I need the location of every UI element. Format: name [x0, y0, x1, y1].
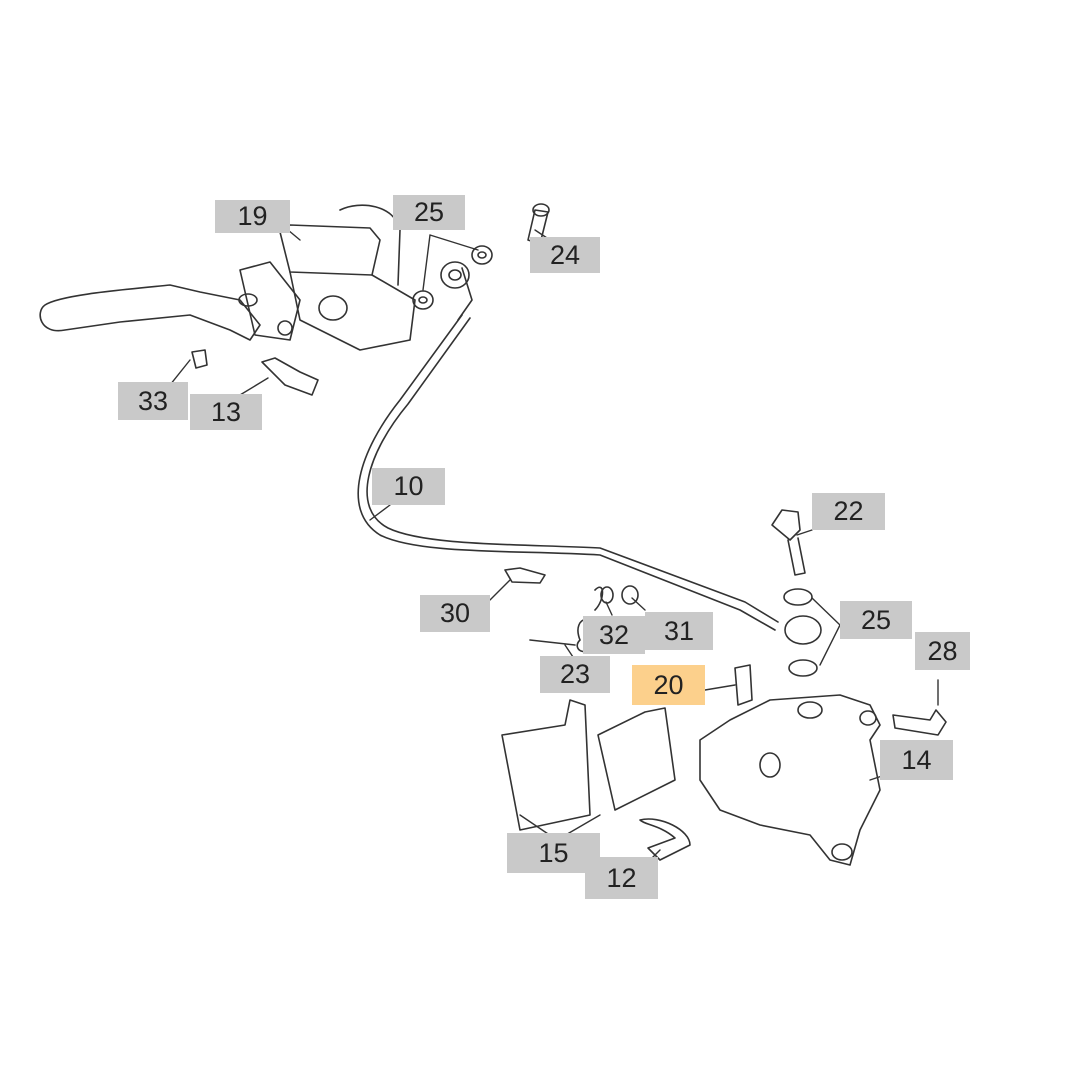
callout-24[interactable]: 24: [530, 237, 600, 273]
callout-12[interactable]: 12: [585, 857, 658, 899]
callout-19[interactable]: 19: [215, 200, 290, 233]
callout-14[interactable]: 14: [880, 740, 953, 780]
callout-28[interactable]: 28: [915, 632, 970, 670]
callout-25-right[interactable]: 25: [840, 601, 912, 639]
callout-20-highlighted[interactable]: 20: [632, 665, 705, 705]
brake-lever-master-cylinder: [39, 204, 416, 351]
callout-31[interactable]: 31: [645, 612, 713, 650]
callout-32[interactable]: 32: [583, 616, 645, 654]
banjo-fitting-top: [412, 203, 550, 321]
brake-caliper: [699, 664, 881, 866]
callout-15[interactable]: 15: [507, 833, 600, 873]
callout-25-top[interactable]: 25: [393, 195, 465, 230]
callout-33[interactable]: 33: [118, 382, 188, 420]
callout-30[interactable]: 30: [420, 595, 490, 632]
screw-and-switch: [191, 349, 319, 396]
callout-13[interactable]: 13: [190, 394, 262, 430]
callout-10[interactable]: 10: [372, 468, 445, 505]
callout-22[interactable]: 22: [812, 493, 885, 530]
lower-fittings: [504, 509, 947, 736]
brake-hose: [357, 314, 779, 631]
brake-pads: [501, 699, 691, 861]
callout-23[interactable]: 23: [540, 656, 610, 693]
